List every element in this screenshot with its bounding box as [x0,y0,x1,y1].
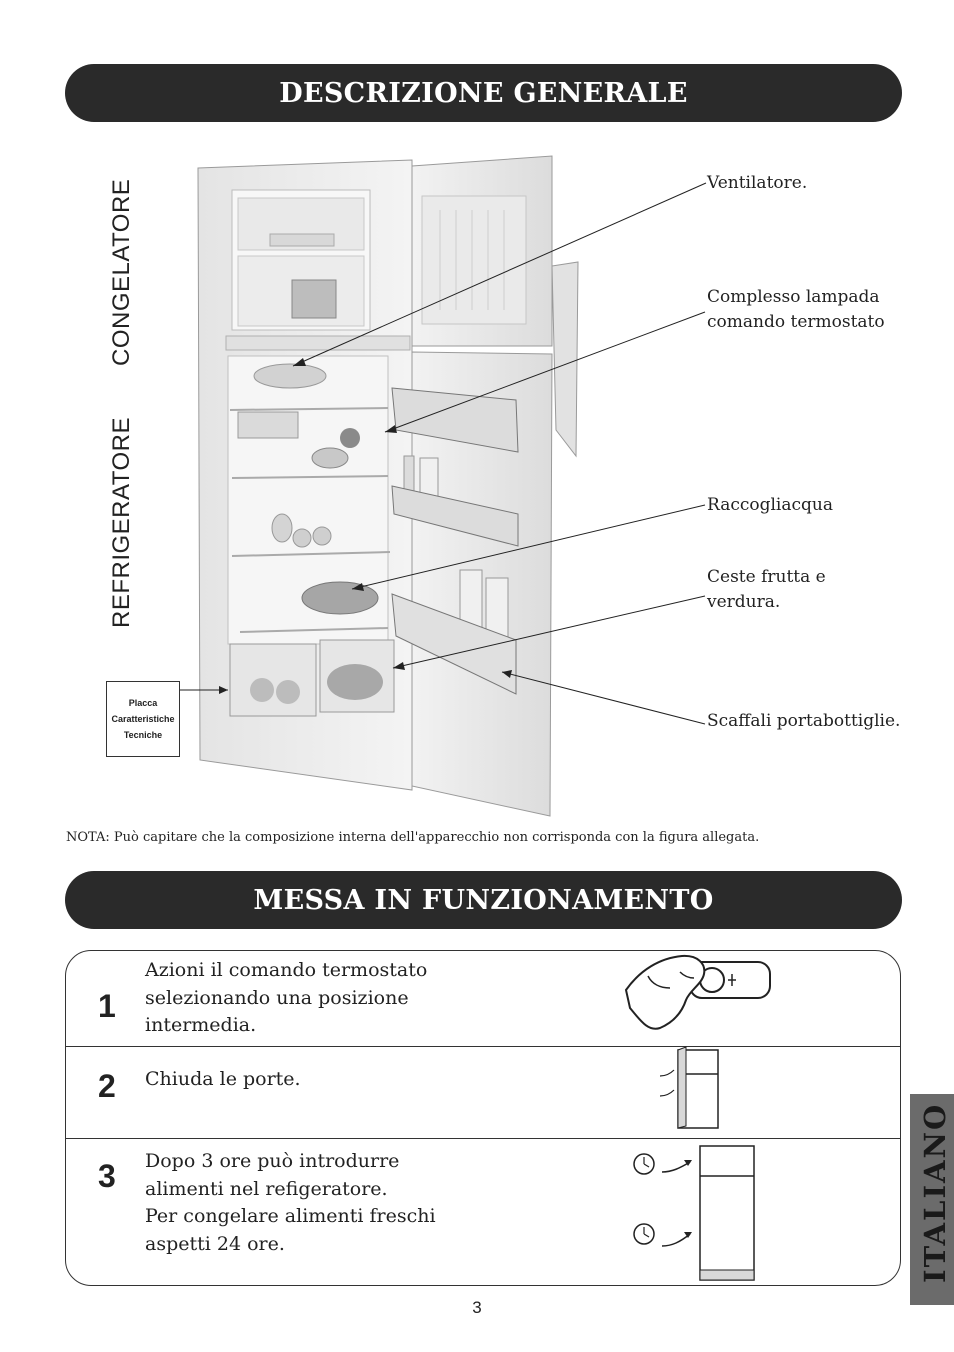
callout-water-text: Raccogliacqua [707,495,833,515]
callout-lamp-thermostat: Complesso lampada comando termostato [707,285,885,335]
step-1-line1: Azioni il comando termostato [145,957,427,985]
step-3-line4: aspetti 24 ore. [145,1231,436,1259]
language-label: ITALIANO [918,1103,952,1283]
step-3-line3: Per congelare alimenti freschi [145,1203,436,1231]
callout-crisper-line2: verdura. [707,590,826,615]
callout-fan: Ventilatore. [707,171,807,196]
callout-fan-text: Ventilatore. [707,173,807,193]
callout-crisper-line1: Ceste frutta e [707,565,826,590]
step-divider [65,1138,901,1139]
clock-fridge-icon [628,1142,768,1282]
callout-crisper: Ceste frutta e verdura. [707,565,826,615]
plate-line1: Placca [129,695,158,711]
section-title-messa: MESSA IN FUNZIONAMENTO [65,871,902,929]
fridge-doors-closing-icon [650,1046,730,1132]
plate-line2: Caratteristiche [111,711,174,727]
callout-water-collector: Raccogliacqua [707,493,833,518]
step-divider [65,1046,901,1047]
hand-thermostat-icon [620,950,780,1040]
step-1-text: Azioni il comando termostato selezionand… [145,957,427,1040]
step-2-number: 2 [98,1068,116,1105]
callout-bottle-text: Scaffali portabottiglie. [707,711,900,731]
callout-bottle-shelves: Scaffali portabottiglie. [707,709,900,734]
step-3-number: 3 [98,1158,116,1195]
step-1-line2: selezionando una posizione [145,985,427,1013]
plate-line3: Tecniche [124,727,162,743]
note-text: NOTA: Può capitare che la composizione i… [66,830,759,845]
page-number: 3 [0,1298,954,1318]
step-1-number: 1 [98,988,116,1025]
rating-plate-label: Placca Caratteristiche Tecniche [106,681,180,757]
step-2-text: Chiuda le porte. [145,1066,301,1094]
step-3-text: Dopo 3 ore può introdurre alimenti nel r… [145,1148,436,1258]
step-3-line1: Dopo 3 ore può introdurre [145,1148,436,1176]
callout-lamp-line1: Complesso lampada [707,285,885,310]
step-3-line2: alimenti nel refigeratore. [145,1176,436,1204]
step-1-line3: intermedia. [145,1012,427,1040]
section-title-text: MESSA IN FUNZIONAMENTO [253,885,713,916]
callout-lamp-line2: comando termostato [707,310,885,335]
step-2-line1: Chiuda le porte. [145,1066,301,1094]
